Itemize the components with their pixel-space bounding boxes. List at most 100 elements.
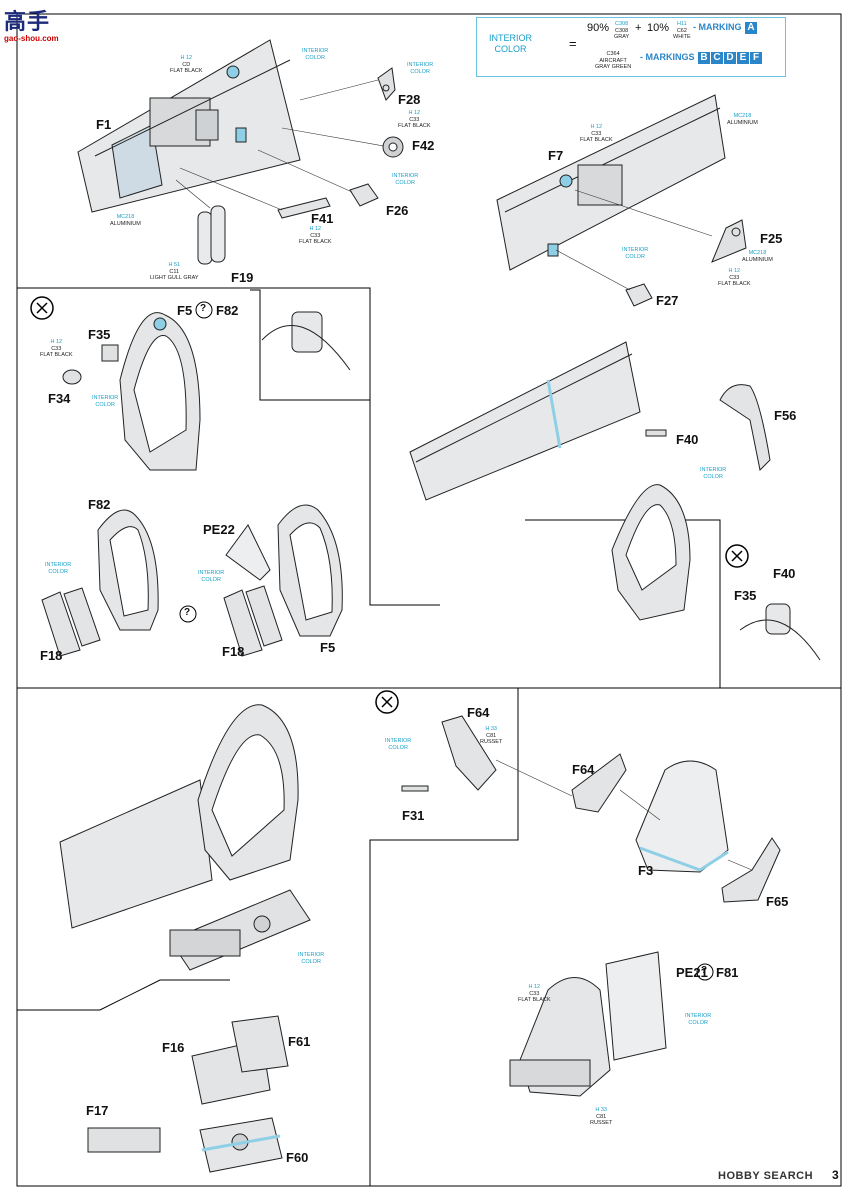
rotate-view-icon [375,690,399,714]
paint-code2: CD [182,61,191,68]
part-f31 [401,785,429,792]
assembly-step4 [409,341,771,621]
paint-code2: C33 [591,130,602,137]
legend-title-line1: INTERIOR [489,33,533,43]
paint-name: LIGHT GULL GRAY [150,275,199,281]
part-label-f81: F81 [716,965,739,980]
rotate-view-icon [725,544,749,568]
legend-markings-label: - MARKINGS [640,52,695,62]
detail-inset-1 [261,311,351,371]
part-f65 [721,837,781,903]
part-label-pe22: PE22 [203,522,235,537]
legend-name-white: WHITE [673,34,691,40]
paint-interior-2: COLOR [625,253,645,260]
part-label-f19: F19 [231,270,254,285]
question-choice-icon: ? [184,607,191,618]
part-label-f17: F17 [86,1103,109,1118]
part-label-f26: F26 [386,203,409,218]
paint-name: ALUMINIUM [727,119,758,126]
paint-interior-2: COLOR [410,68,430,75]
paint-interior-2: COLOR [688,1019,708,1026]
marking-letter-b: B [698,52,711,64]
paint-name: FLAT BLACK [170,68,203,74]
part-label-f18: F18 [222,644,245,659]
detail-inset-2 [739,603,821,661]
paint-interior-1: INTERIOR [685,1013,712,1019]
paint-code: H 12 [309,226,322,232]
part-label-f28: F28 [398,92,421,107]
paint-interior-2: COLOR [388,744,408,751]
legend-name-graygreen-2: GRAY GREEN [595,64,632,70]
paint-code: H 12 [590,124,603,130]
paint-interior-1: INTERIOR [407,62,434,68]
paint-name: FLAT BLACK [518,997,551,1003]
part-f34 [62,369,82,385]
part-label-f61: F61 [288,1034,311,1049]
paint-callout-flat-black: H 12 C33 FLAT BLACK [299,226,332,246]
seat-assembly [509,951,667,1097]
leaders-step1 [175,79,385,211]
hobby-search-watermark: HOBBY SEARCH [718,1170,814,1182]
part-label-f40: F40 [676,432,699,447]
part-label-f31: F31 [402,808,425,823]
paint-code2: C33 [529,990,540,997]
paint-code: H 33 [595,1107,607,1113]
paint-name: ALUMINIUM [110,220,141,227]
part-label-f82-detail: F82 [88,497,111,512]
paint-code2: C33 [51,345,62,352]
question-choice-icon [696,963,714,981]
paint-code: H 33 [485,726,497,732]
legend-name-gray: GRAY [614,34,630,40]
paint-callout-russet: H 33 C81 RUSSET [480,726,502,746]
part-label-f35: F35 [88,327,111,342]
paint-callout-flat-black: H 12 C33 FLAT BLACK [718,268,751,288]
part-label-f18: F18 [40,648,63,663]
paint-interior-1: INTERIOR [198,570,225,576]
paint-code: MC218 [733,113,752,119]
legend-code-gray-c: C308 [615,27,629,34]
part-label-f64b: F64 [572,762,595,777]
paint-interior-2: COLOR [95,401,115,408]
legend-equals: = [569,36,577,51]
paint-code2: C81 [596,1113,607,1120]
bulkhead-f5 [119,312,201,471]
assembly-step5 [59,704,311,971]
paint-callout-flat-black: H 12 C33 FLAT BLACK [40,339,73,359]
part-f64 [441,715,497,791]
paint-callout-aluminium: MC218 ALUMINIUM [742,250,773,263]
part-label-f3: F3 [638,863,654,878]
paint-interior-1: INTERIOR [622,247,649,253]
question-choice-icon: ? [701,965,708,976]
paint-interior-1: INTERIOR [45,562,72,568]
part-label-f35: F35 [734,588,757,603]
legend-code-white-h: H11 [677,21,687,27]
watermark-logo: 高手 gao-shou.com [4,4,59,43]
part-f28 [377,67,396,101]
paint-name: FLAT BLACK [580,137,613,143]
paint-callout-flat-black: H 12 C33 FLAT BLACK [398,110,431,130]
legend-marking-label: - MARKING [693,22,742,32]
paint-code: H 12 [528,984,541,990]
side-panel-f7 [496,94,726,271]
section-dividers [17,287,841,1186]
paint-code2: C11 [169,268,180,275]
paint-code: H 12 [50,339,63,345]
part-f41 [277,197,331,219]
part-label-f41: F41 [311,211,334,226]
part-label-f40: F40 [773,566,796,581]
part-label-f34: F34 [48,391,71,406]
paint-name: RUSSET [480,739,503,745]
paint-interior-1: INTERIOR [385,738,412,744]
paint-interior-2: COLOR [395,179,415,186]
marking-letter-d: D [724,52,737,64]
page-number: 3 [832,1168,839,1182]
question-choice-icon: ? [200,303,207,314]
paint-code: MC218 [116,214,135,220]
legend-code-graygreen: C364 [606,51,620,57]
part-f61 [231,1015,289,1073]
